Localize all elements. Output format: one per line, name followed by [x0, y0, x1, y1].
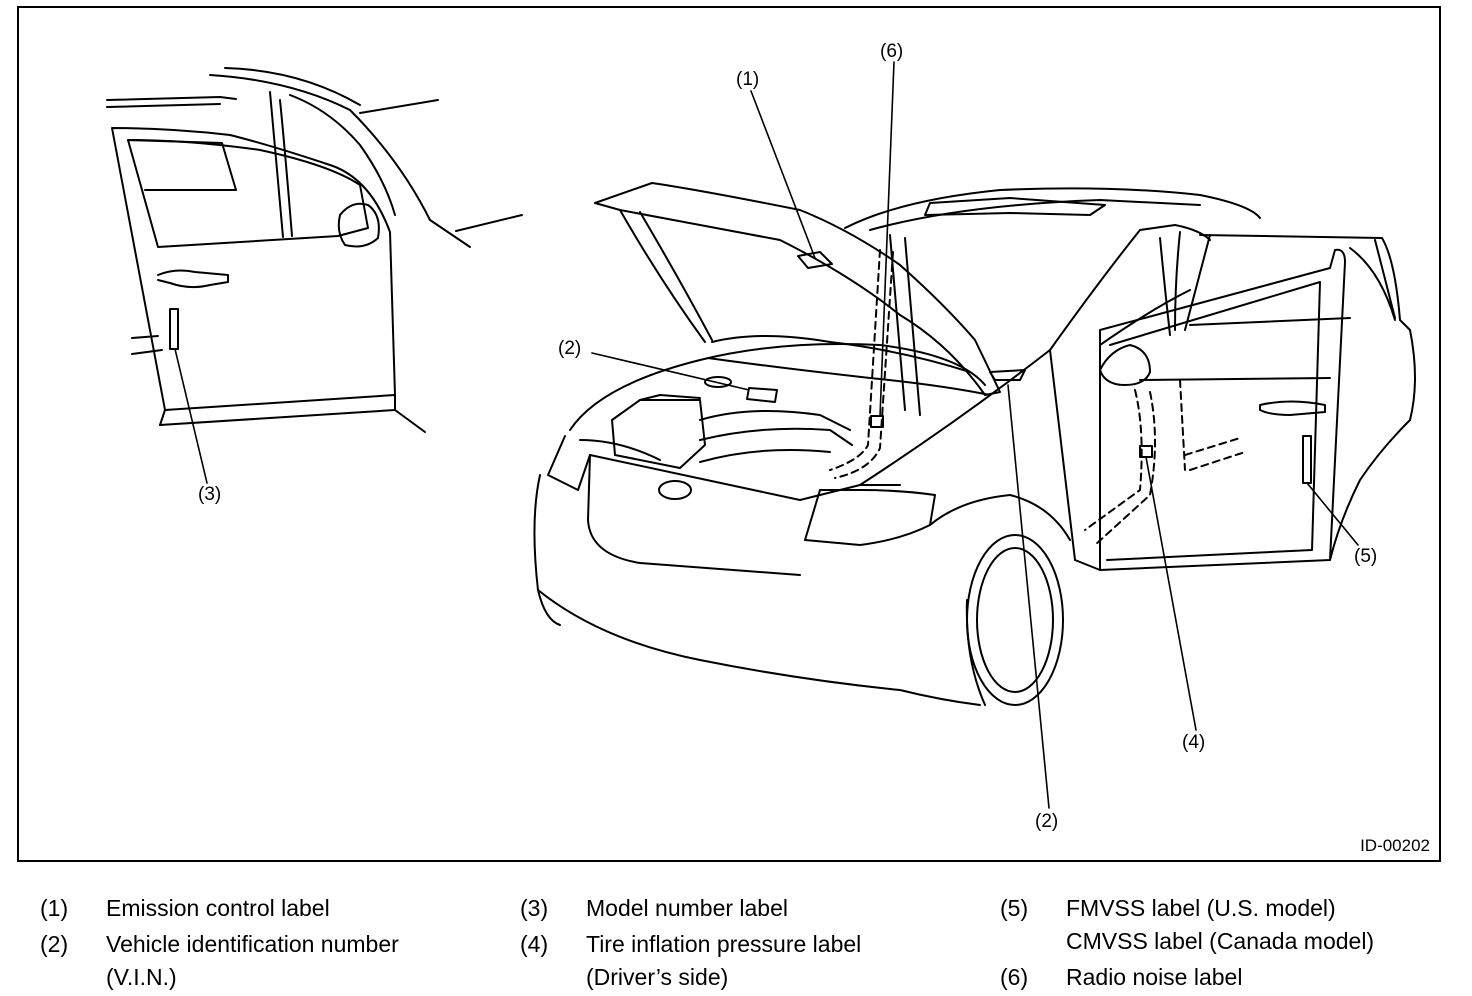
radio-noise-label-marker — [870, 415, 884, 428]
label-markers — [746, 251, 1153, 458]
legend-text: (V.I.N.) — [106, 964, 177, 990]
callout-2-engine: (2) — [558, 338, 581, 359]
legend-text: FMVSS label (U.S. model) — [1066, 895, 1336, 921]
legend-text: Vehicle identification number — [106, 931, 399, 957]
car-drawing — [533, 182, 1416, 706]
legend-text: Model number label — [586, 895, 789, 921]
legend-text: (Driver’s side) — [586, 964, 729, 990]
figure-id: ID-00202 — [1360, 836, 1430, 855]
callout-3: (3) — [198, 484, 221, 505]
legend-text: CMVSS label (Canada model) — [1066, 928, 1375, 954]
emission-label-marker — [797, 251, 833, 269]
callout-5: (5) — [1354, 546, 1377, 567]
legend-number: (3) — [520, 895, 549, 921]
legend-text: Tire inflation pressure label — [586, 931, 862, 957]
callout-1: (1) — [736, 69, 759, 90]
legend-text: Radio noise label — [1066, 964, 1243, 990]
legend-number: (6) — [1000, 964, 1029, 990]
legend-number: (4) — [520, 931, 549, 957]
legend-number: (1) — [40, 895, 69, 921]
callout-2-door: (2) — [1035, 811, 1058, 832]
leader-lines — [174, 61, 1359, 809]
legend-number: (2) — [40, 931, 69, 957]
diagram-frame — [17, 6, 1441, 862]
vin-label-marker — [746, 387, 778, 403]
legend-number: (5) — [1000, 895, 1029, 921]
callout-6: (6) — [880, 41, 903, 62]
legend-text: Emission control label — [106, 895, 330, 921]
callout-4: (4) — [1182, 732, 1205, 753]
door-inset-drawing — [106, 67, 523, 433]
